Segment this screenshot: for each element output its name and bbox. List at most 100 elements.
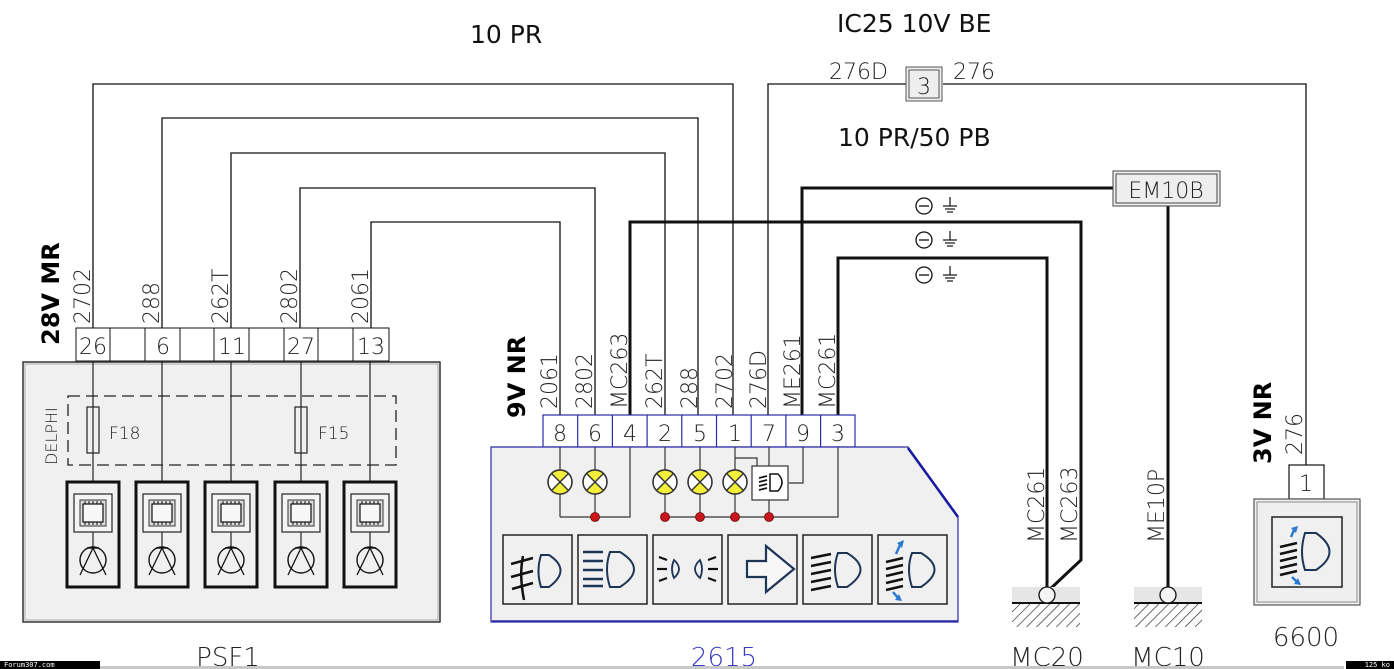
ground-connector-em10b: EM10B (1112, 170, 1221, 207)
psf1-wire-label-1: 288 (140, 282, 165, 324)
fog-light-button[interactable] (502, 534, 573, 605)
ground-mc20: MC261 MC263 MC20 (1010, 467, 1084, 669)
mc20-wire-label-1: MC263 (1058, 467, 1083, 543)
splice-left-wire-label: 276D (829, 60, 888, 85)
psf1-name: PSF1 (196, 643, 260, 669)
6600-wire-label: 276 (1283, 413, 1308, 455)
psf1-wire-label-2: 262T (209, 269, 234, 324)
bottom-rule (100, 666, 1344, 669)
device-6600: 3V NR 276 1 6600 (1249, 382, 1361, 653)
2615-wire-label: 2061 (538, 353, 563, 409)
file-size-badge: 125 ko (1346, 661, 1394, 669)
2615-wire-label: 262T (643, 354, 668, 409)
2615-wire-label: 288 (678, 367, 703, 409)
harness-label-ic25: IC25 10V BE (837, 9, 991, 38)
wire-2061 (370, 221, 561, 415)
psf1-wire-label-0: 2702 (71, 268, 96, 324)
splice-connector-3: 3 (905, 66, 943, 102)
junction-dot (730, 512, 740, 522)
low-beam-button[interactable] (802, 534, 873, 605)
2615-name: 2615 (691, 643, 757, 669)
2615-wire-label: ME261 (781, 334, 806, 409)
leveling-indicator (751, 465, 789, 501)
high-beam-button[interactable] (577, 534, 648, 605)
relay-module (203, 480, 259, 589)
2615-pin: 8 (553, 422, 567, 447)
sidelight-button[interactable] (652, 534, 723, 605)
wire-MC263 (628, 220, 1083, 594)
2615-pin: 7 (762, 422, 776, 447)
delphi-fuse-box (67, 395, 397, 466)
psf1-wire-label-3: 2802 (278, 268, 303, 324)
mc20-wire-label-0: MC261 (1025, 467, 1050, 543)
2615-pin: 1 (728, 422, 742, 447)
mc10-wire-label-0: ME10P (1145, 469, 1170, 543)
2615-wire-label: MC261 (816, 333, 841, 409)
2615-pin: 5 (693, 422, 707, 447)
headlamp-leveling-button[interactable] (877, 534, 948, 605)
mc10-name: MC10 (1131, 643, 1205, 669)
em10b-label: EM10B (1128, 179, 1203, 204)
harness-label-10pr-50pb: 10 PR/50 PB (838, 123, 991, 152)
psf1-supplier-label: DELPHI (42, 407, 61, 465)
psf1-pin-2: 11 (218, 335, 246, 360)
6600-connector-label: 3V NR (1249, 382, 1277, 464)
mc20-name: MC20 (1010, 643, 1084, 669)
psf1-to-2615-wires (92, 83, 734, 415)
ground-symbol-3 (915, 266, 957, 284)
2615-pin: 3 (831, 422, 845, 447)
6600-name: 6600 (1273, 623, 1339, 653)
wire-MC261 (836, 256, 1049, 592)
indicator-lamp (722, 469, 748, 495)
ground-symbol-2 (915, 231, 957, 249)
junction-dot (660, 512, 670, 522)
splice-right-wire-label: 276 (953, 60, 995, 85)
wire-276-route (767, 83, 1307, 465)
2615-wire-label: 2702 (713, 353, 738, 409)
psf1-wire-label-4: 2061 (349, 268, 374, 324)
2615-wire-label: MC263 (608, 333, 633, 409)
psf1-pin-3: 27 (287, 335, 315, 360)
2615-pin: 4 (623, 422, 637, 447)
ground-symbol-1 (915, 197, 957, 215)
psf1-connector (75, 327, 390, 362)
wire-262T (230, 152, 666, 415)
2615-pin: 2 (658, 422, 672, 447)
fuse-label-f15: F15 (318, 424, 349, 444)
headlamp-leveling-actuator-icon (1271, 516, 1343, 588)
wire-2802 (299, 187, 596, 415)
psf1-pin-1: 6 (156, 335, 170, 360)
wire-2702 (92, 83, 734, 415)
relay-module (134, 480, 190, 589)
wire-ME261 (800, 186, 1113, 415)
relay-module (273, 480, 329, 589)
direction-arrow-button[interactable] (727, 534, 798, 605)
ground-wires (628, 186, 1170, 594)
indicator-lamp (582, 469, 608, 495)
2615-connector-label: 9V NR (503, 336, 531, 418)
indicator-lamp (652, 469, 678, 495)
splice-pin: 3 (917, 75, 931, 100)
2615-pin: 6 (588, 422, 602, 447)
indicator-lamp (547, 469, 573, 495)
psf1-pin-4: 13 (357, 335, 385, 360)
indicator-lamp (687, 469, 713, 495)
wire-288 (161, 117, 699, 415)
2615-pin: 9 (796, 422, 810, 447)
6600-pin: 1 (1299, 472, 1313, 497)
junction-dot (764, 512, 774, 522)
junction-dot (590, 512, 600, 522)
harness-label-10pr: 10 PR (470, 20, 542, 49)
fuse-label-f18: F18 (109, 424, 140, 444)
ground-mc10: ME10P MC10 (1131, 469, 1205, 669)
2615-wire-label: 276D (747, 350, 772, 409)
relay-module (65, 480, 121, 589)
psf1-unit: 28V MR 2702 288 262T 2802 2061 26 6 11 2… (22, 242, 441, 669)
relay-module (342, 480, 398, 589)
site-badge: Forum307.com (0, 661, 100, 669)
junction-dot (695, 512, 705, 522)
psf1-connector-label: 28V MR (37, 242, 65, 345)
